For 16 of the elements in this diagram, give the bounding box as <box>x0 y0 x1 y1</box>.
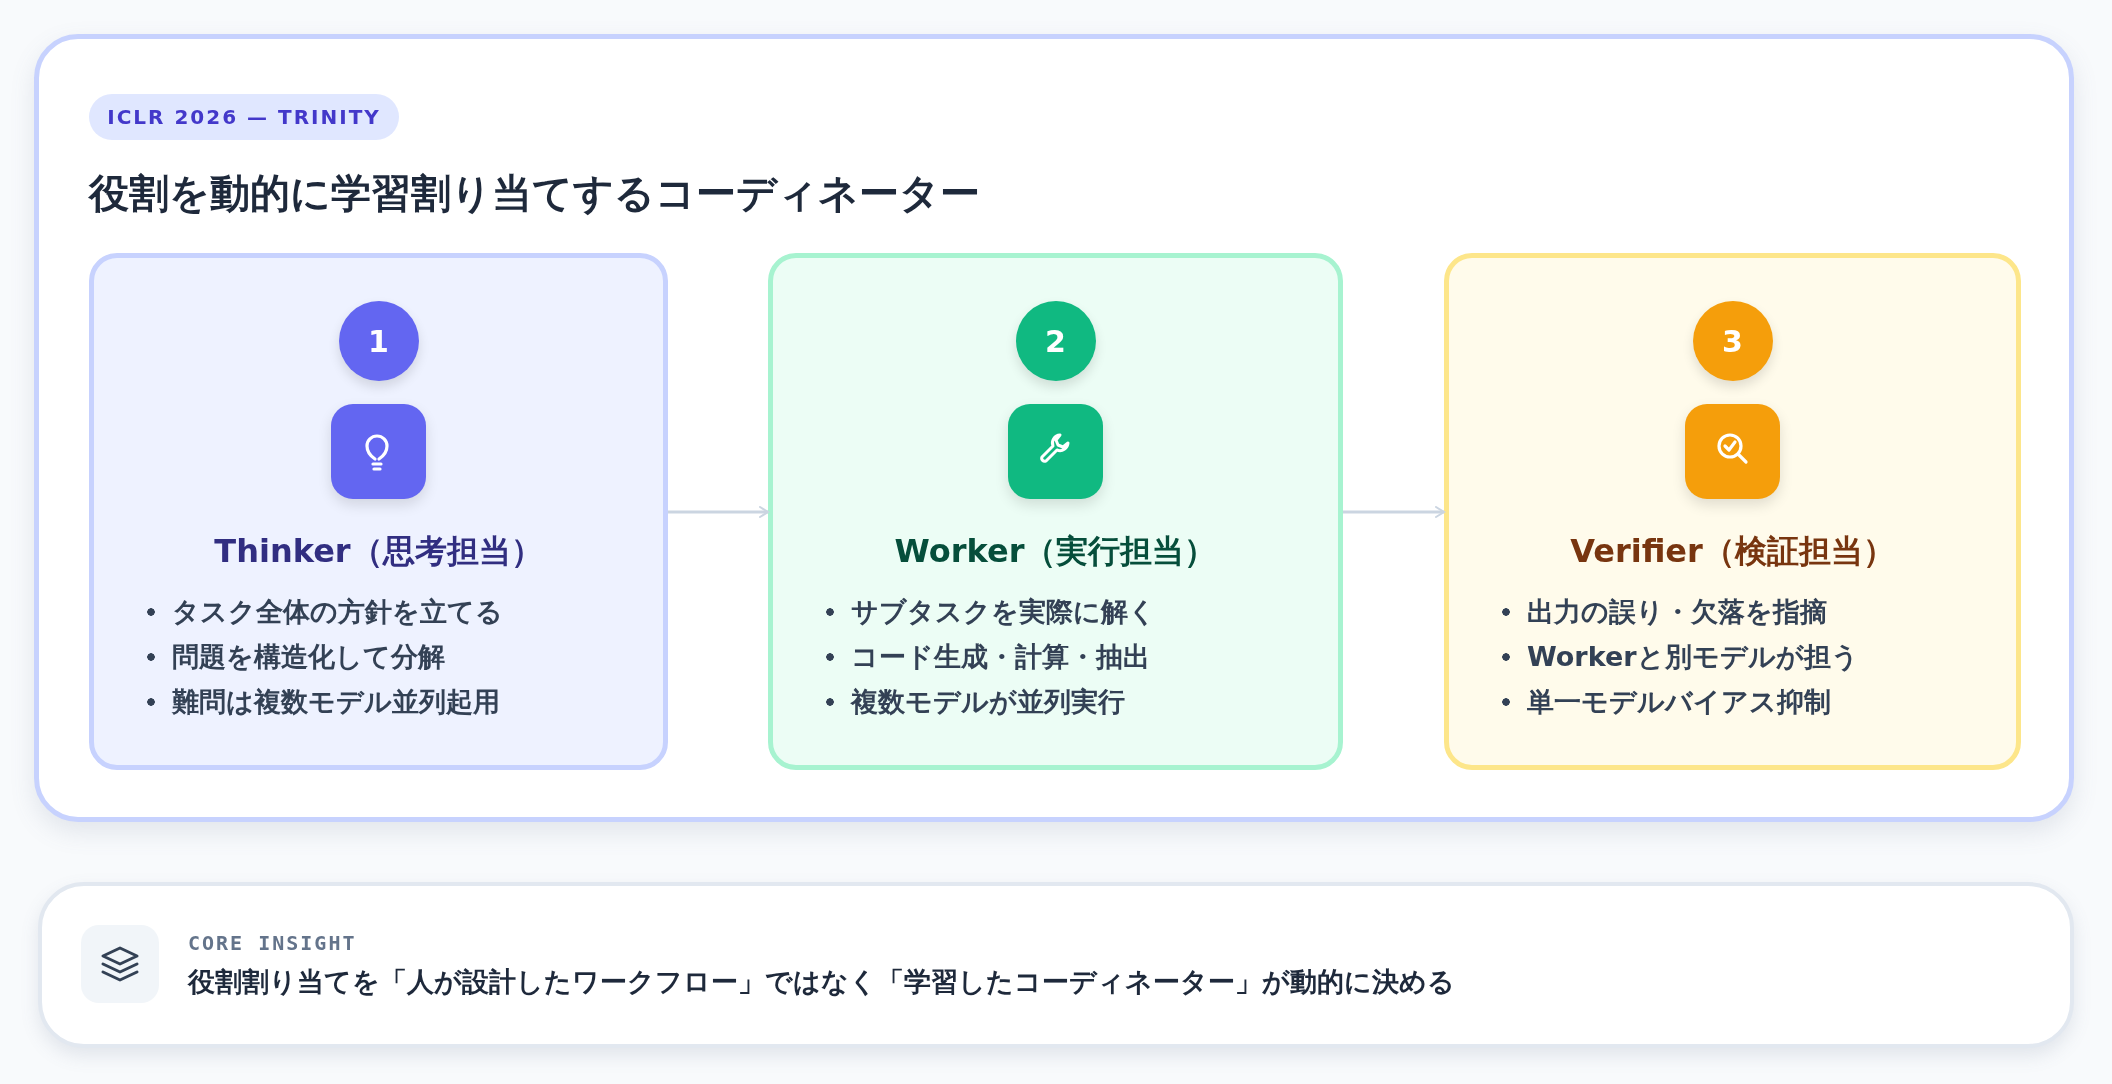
card-heading: Worker（実行担当） <box>893 531 1218 572</box>
role-card <box>768 253 1343 770</box>
arrow <box>668 506 769 518</box>
insight-text: 役割割り当てを「人が設計したワークフロー」ではなく「学習したコーディネーター」が動的に決める <box>188 965 1455 999</box>
role-card <box>1444 253 2021 770</box>
number-circle: 2 <box>1015 301 1096 381</box>
number-circle: 1 <box>338 301 419 381</box>
number-circle: 3 <box>1692 301 1773 381</box>
title: 役割を動的に学習割り当てするコーディネーター <box>89 169 980 218</box>
role-card <box>89 253 668 770</box>
tag-badge: ICLR 2026 — TRINITY <box>89 94 399 140</box>
card-heading: Verifier（検証担当） <box>1569 531 1896 572</box>
insight-card <box>38 882 2074 1048</box>
insight-label: CORE INSIGHT <box>188 931 357 955</box>
arrow <box>1343 506 1445 518</box>
card-heading: Thinker（思考担当） <box>213 531 544 572</box>
